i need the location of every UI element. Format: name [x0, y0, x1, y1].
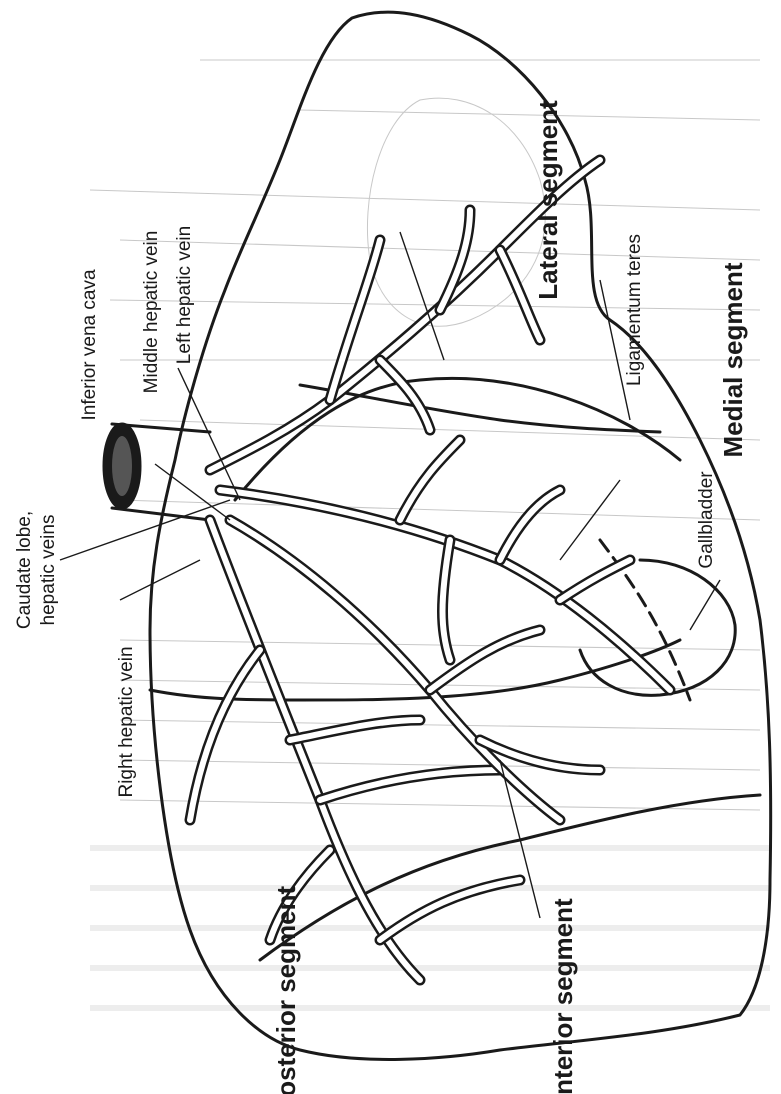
middle-hepatic-vein-label: Middle hepatic vein: [141, 231, 162, 394]
gallbladder-label: Gallbladder: [696, 471, 717, 569]
medial-segment-label: Medial segment: [718, 262, 748, 457]
right-hepatic-vein-label: Right hepatic vein: [116, 646, 137, 797]
left-hepatic-vein-label: Left hepatic vein: [174, 226, 195, 364]
ligamentum-teres-label: Ligamentum teres: [624, 234, 645, 386]
inferior-vena-cava-label: Inferior vena cava: [79, 269, 100, 420]
hepatic-vein-tree: [190, 160, 670, 980]
lateral-segment-label: Lateral segment: [533, 100, 563, 300]
anterior-segment-label: Anterior segment: [548, 898, 578, 1094]
caudate-lobe-label-line2: hepatic veins: [38, 515, 59, 626]
caudate-lobe-label-line1: Caudate lobe,: [14, 511, 35, 629]
posterior-segment-label: Posterior segment: [271, 886, 301, 1094]
